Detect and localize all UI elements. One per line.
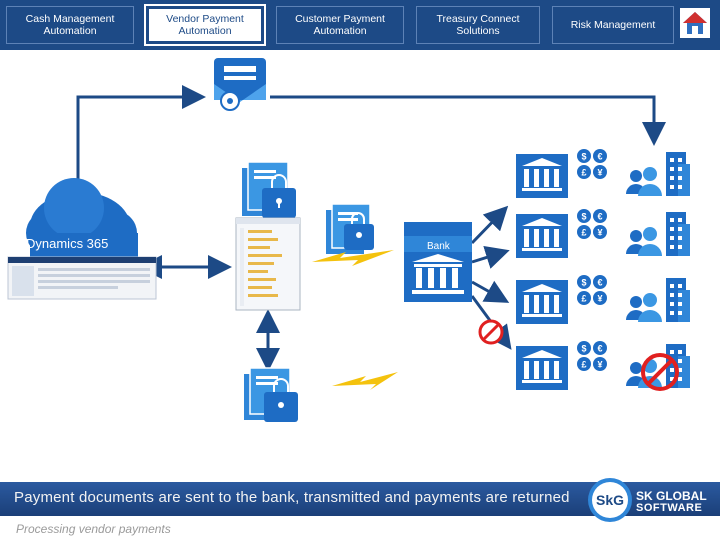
- people-icon: [626, 227, 662, 256]
- tab-label: Cash Management Automation: [25, 13, 115, 37]
- dynamics-label: Dynamics 365: [26, 236, 109, 251]
- office-building-icon: [666, 278, 690, 322]
- erp-screenshot: [7, 256, 157, 300]
- forbidden-icon: [641, 353, 679, 391]
- currency-symbol: €: [597, 344, 602, 354]
- tab-customer-payment[interactable]: Customer Payment Automation: [276, 6, 404, 44]
- vendor-row: $ € £ ¥: [516, 275, 690, 324]
- dynamics-cloud: [26, 178, 138, 260]
- people-icon: [626, 167, 662, 196]
- bank-icon: [516, 346, 568, 390]
- currency-icon: $ € £ ¥: [577, 149, 607, 179]
- currency-symbol: £: [581, 294, 586, 304]
- currency-symbol: £: [581, 360, 586, 370]
- currency-symbol: ¥: [597, 294, 602, 304]
- currency-symbol: ¥: [597, 168, 602, 178]
- bank-icon: [516, 214, 568, 258]
- currency-symbol: €: [597, 212, 602, 222]
- transmission-bolt-icon: [312, 250, 394, 266]
- logo-monogram: SkG: [596, 492, 624, 508]
- locked-document-icon: [244, 367, 298, 422]
- brand-line1: SK GLOBAL: [636, 489, 707, 503]
- tab-vendor-payment[interactable]: Vendor Payment Automation: [144, 4, 266, 46]
- payment-flow-diagram: $ € £ ¥ $ € £ ¥ $ € £ ¥ $ € £ ¥: [7, 58, 690, 422]
- bank-icon: [404, 222, 472, 302]
- envelope-icon: [214, 58, 266, 111]
- file-browser-screenshot: [235, 217, 301, 311]
- currency-symbol: ¥: [597, 228, 602, 238]
- currency-symbol: £: [581, 168, 586, 178]
- caption-text: Payment documents are sent to the bank, …: [14, 489, 570, 506]
- tab-risk-management[interactable]: Risk Management: [552, 6, 674, 44]
- forbidden-icon: [478, 319, 504, 345]
- tab-label: Treasury Connect Solutions: [436, 13, 520, 37]
- brand-line2: SOFTWARE: [636, 502, 703, 514]
- bank-icon: [516, 154, 568, 198]
- currency-symbol: €: [597, 152, 602, 162]
- currency-icon: $ € £ ¥: [577, 209, 607, 239]
- currency-icon: $ € £ ¥: [577, 275, 607, 305]
- home-icon[interactable]: [680, 8, 710, 38]
- sk-global-logo: SkG: [588, 478, 632, 522]
- people-icon: [626, 293, 662, 322]
- currency-symbol: $: [581, 278, 586, 288]
- tab-label: Customer Payment Automation: [295, 13, 385, 37]
- currency-symbol: ¥: [597, 360, 602, 370]
- tab-label: Risk Management: [570, 19, 656, 31]
- currency-symbol: $: [581, 152, 586, 162]
- office-building-icon: [666, 152, 690, 196]
- office-building-icon: [666, 212, 690, 256]
- transmission-bolt-icon: [332, 372, 398, 390]
- currency-symbol: $: [581, 344, 586, 354]
- currency-symbol: €: [597, 278, 602, 288]
- bank-label: Bank: [427, 241, 450, 252]
- locked-document-icon: [242, 161, 296, 218]
- bank-icon: [516, 280, 568, 324]
- currency-symbol: £: [581, 228, 586, 238]
- vendor-row: $ € £ ¥: [516, 149, 690, 198]
- subtitle: Processing vendor payments: [16, 522, 171, 536]
- top-nav: Cash Management Automation Vendor Paymen…: [0, 0, 720, 50]
- locked-document-icon: [326, 203, 374, 254]
- tab-label: Vendor Payment Automation: [166, 13, 244, 37]
- currency-symbol: $: [581, 212, 586, 222]
- tab-treasury-connect[interactable]: Treasury Connect Solutions: [416, 6, 540, 44]
- currency-icon: $ € £ ¥: [577, 341, 607, 371]
- vendor-row: $ € £ ¥: [516, 209, 690, 258]
- tab-cash-management[interactable]: Cash Management Automation: [6, 6, 134, 44]
